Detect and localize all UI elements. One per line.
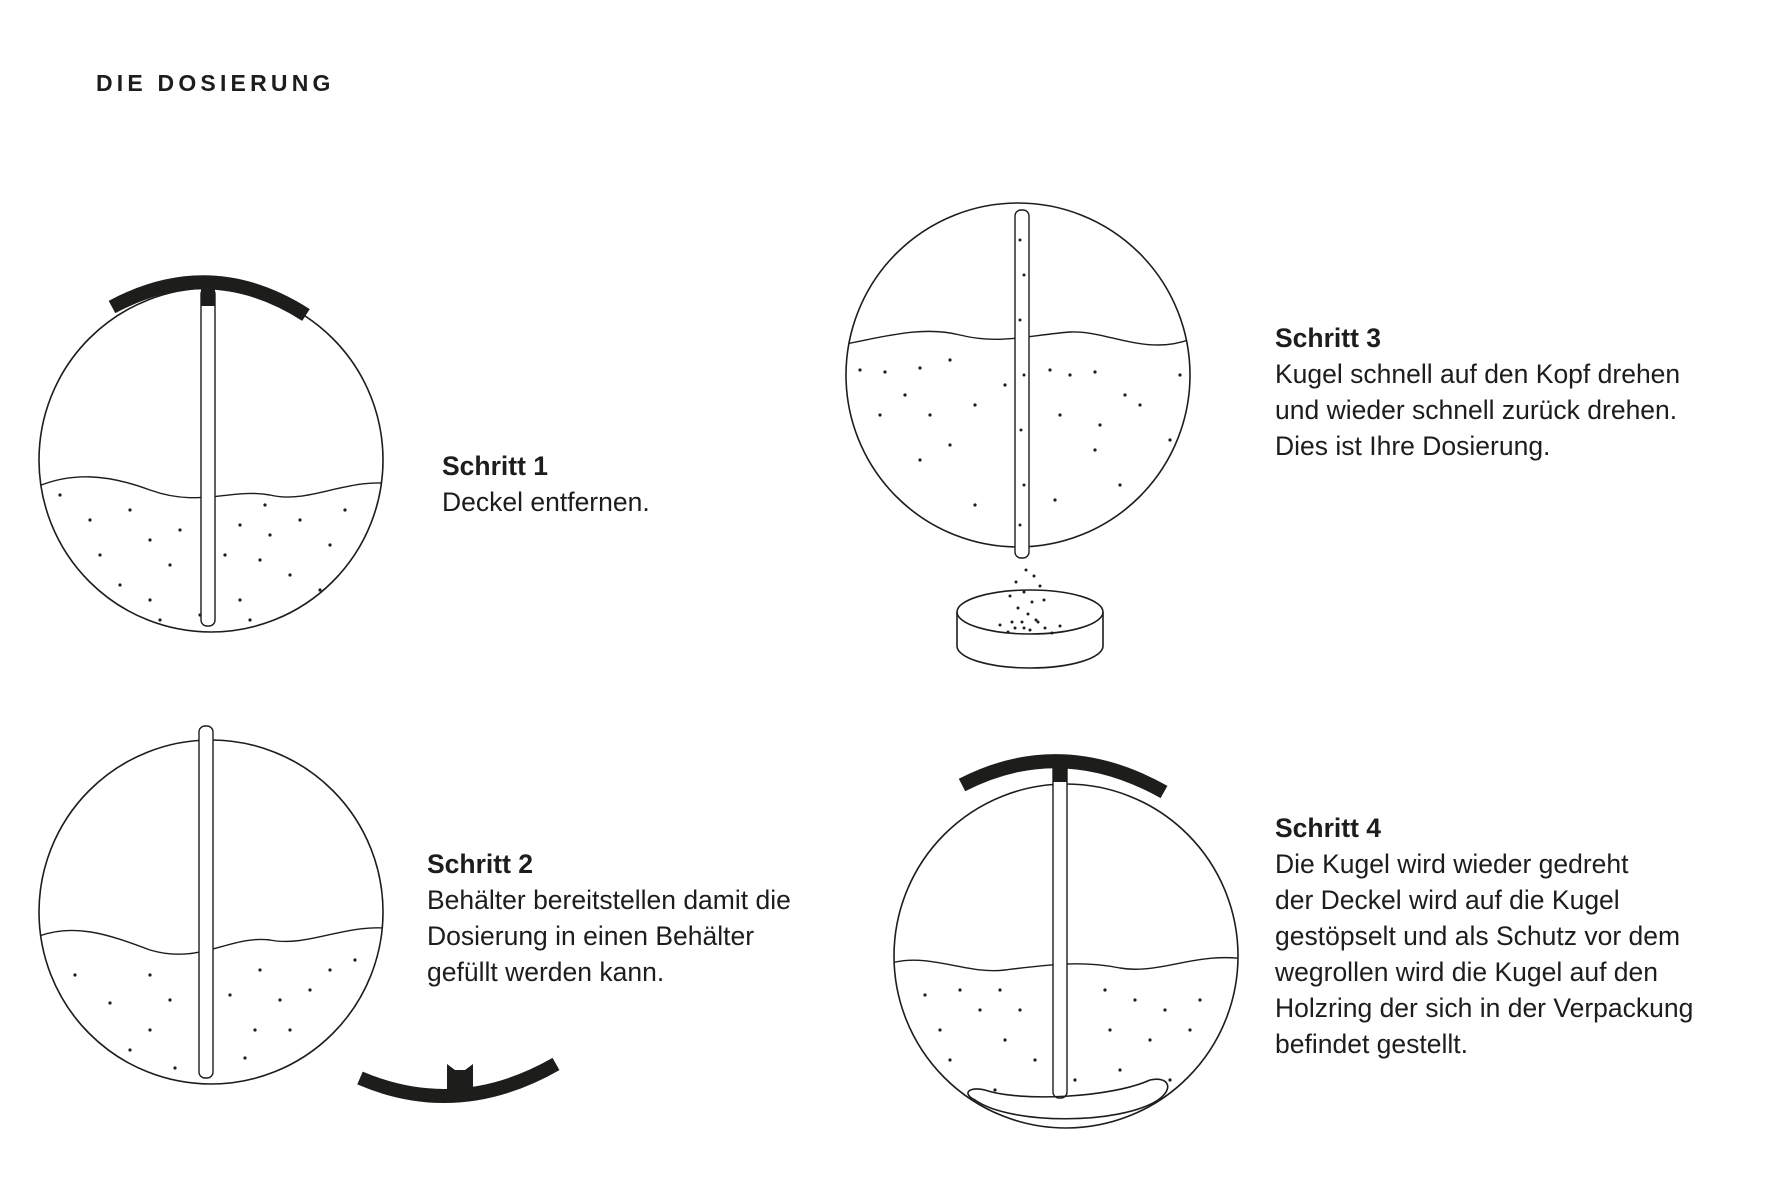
step-3: Schritt 3 Kugel schnell auf den Kopf dre… <box>1275 320 1680 464</box>
step1-tube-plug <box>201 284 215 306</box>
step2-tube <box>198 725 214 1079</box>
step4-tube <box>1052 761 1068 1099</box>
step2-illustration <box>38 725 560 1103</box>
step1-illustration <box>38 275 384 633</box>
step-4: Schritt 4 Die Kugel wird wieder gedreht … <box>1275 810 1693 1062</box>
step3-container-powder <box>998 620 1062 635</box>
step2-powder-dots <box>73 958 357 1070</box>
step3-powder-dots <box>858 358 1182 507</box>
step-4-title: Schritt 4 <box>1275 813 1382 843</box>
step-3-text-line: und wieder schnell zurück drehen. <box>1275 395 1678 425</box>
step-1-title: Schritt 1 <box>442 451 549 481</box>
step-4-text-line: gestöpselt und als Schutz vor dem <box>1275 921 1681 951</box>
step-4-text-line: wegrollen wird die Kugel auf den <box>1275 957 1659 987</box>
step-3-text-line: Dies ist Ihre Dosierung. <box>1275 431 1551 461</box>
step-2-text-line: Behälter bereitstellen damit die <box>427 885 791 915</box>
page-title: DIE DOSIERUNG <box>96 70 335 96</box>
step2-lid-removed <box>357 1057 560 1103</box>
step3-container-body <box>956 612 1104 669</box>
step3-tube <box>1014 209 1030 559</box>
step-1: Schritt 1 Deckel entfernen. <box>442 448 650 520</box>
step1-tube <box>200 287 216 627</box>
step2-lid-plug <box>447 1064 473 1090</box>
step-4-text-line: Die Kugel wird wieder gedreht <box>1275 849 1629 879</box>
step-4-text-line: der Deckel wird auf die Kugel <box>1275 885 1620 915</box>
step2-powder-surface <box>39 927 383 955</box>
step-2-text-line: gefüllt werden kann. <box>427 957 665 987</box>
step3-container-top <box>956 589 1104 635</box>
step-2-text-line: Dosierung in einen Behälter <box>427 921 755 951</box>
step-2: Schritt 2 Behälter bereitstellen damit d… <box>427 846 791 990</box>
step-4-text-line: befindet gestellt. <box>1275 1029 1468 1059</box>
step-4-text-line: Holzring der sich in der Verpackung <box>1275 993 1694 1023</box>
step4-wooden-ring <box>967 1078 1169 1120</box>
step-2-title: Schritt 2 <box>427 849 534 879</box>
step4-powder-dots <box>923 988 1217 1092</box>
step-3-text-line: Kugel schnell auf den Kopf drehen <box>1275 359 1681 389</box>
step3-dosing-stream <box>1008 238 1046 630</box>
step4-illustration <box>893 754 1239 1129</box>
step3-illustration <box>845 202 1191 669</box>
step1-lid <box>108 275 310 321</box>
step-3-title: Schritt 3 <box>1275 323 1382 353</box>
step4-tube-plug <box>1053 758 1067 782</box>
step-1-text: Deckel entfernen. <box>442 487 650 517</box>
